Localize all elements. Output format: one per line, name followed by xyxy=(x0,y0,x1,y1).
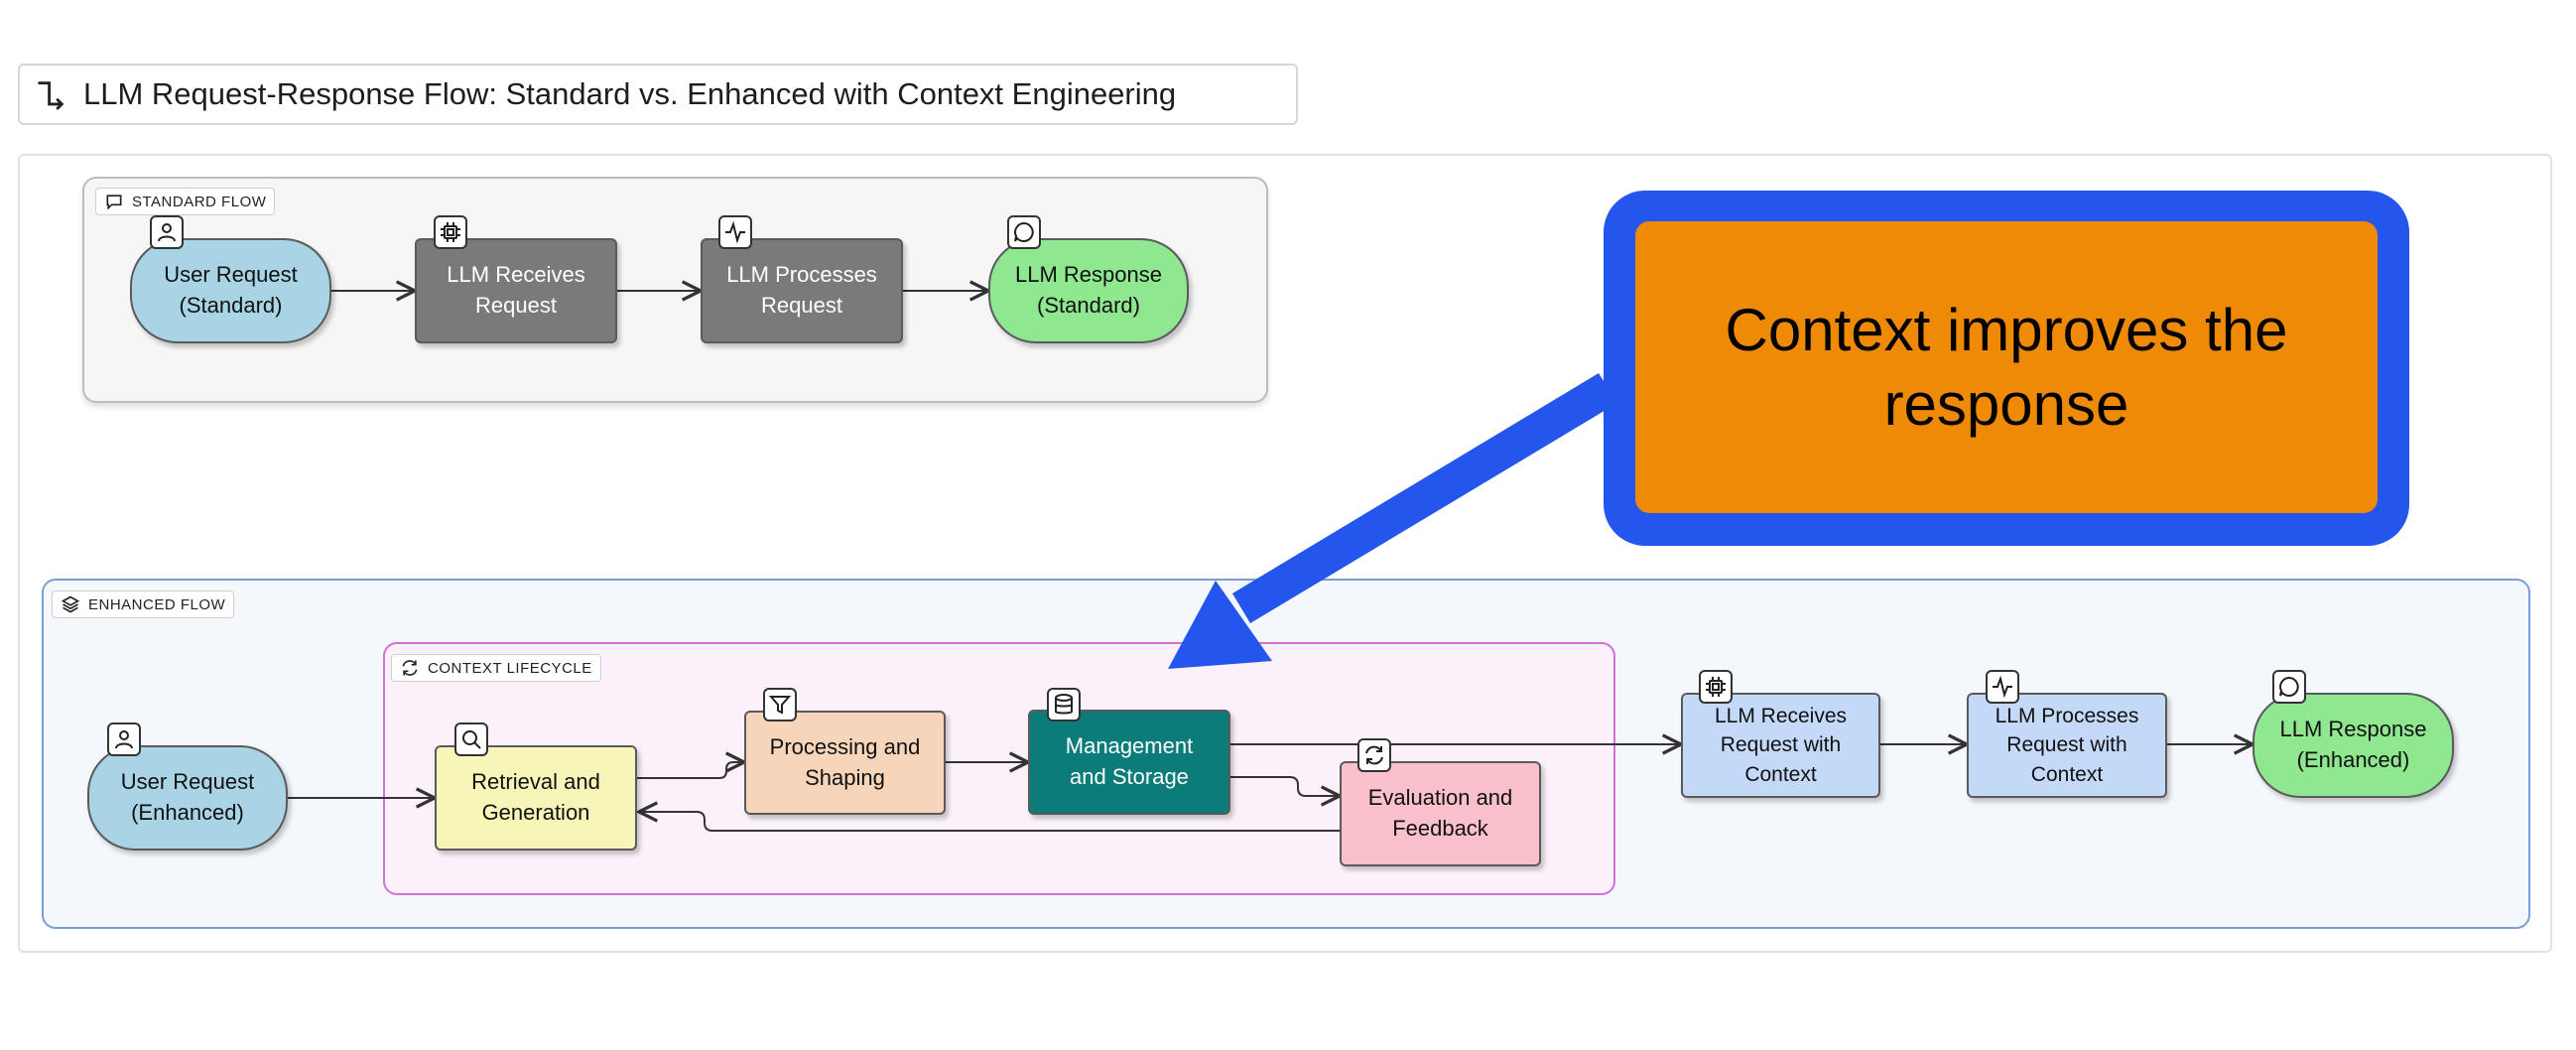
standard-flow-label: STANDARD FLOW xyxy=(95,188,276,215)
node-retrieval-generation[interactable]: Retrieval and Generation xyxy=(435,745,637,851)
enhanced-flow-label: ENHANCED FLOW xyxy=(52,591,235,618)
user-icon xyxy=(107,722,141,756)
node-user-request-standard[interactable]: User Request (Standard) xyxy=(130,238,331,343)
layers-icon xyxy=(61,595,80,613)
user-icon xyxy=(150,215,184,249)
activity-icon xyxy=(718,215,752,249)
edge-retrieval-to-processing xyxy=(637,762,744,779)
diagram-title: LLM Request-Response Flow: Standard vs. … xyxy=(83,76,1177,111)
node-llm-receives-request[interactable]: LLM Receives Request xyxy=(415,238,617,343)
node-llm-processes-context[interactable]: LLM Processes Request with Context xyxy=(1967,693,2167,798)
search-icon xyxy=(454,722,488,756)
node-processing-shaping[interactable]: Processing and Shaping xyxy=(744,711,946,815)
callout-text: Context improves the response xyxy=(1635,221,2378,513)
cpu-chip-icon xyxy=(434,215,467,249)
node-management-storage[interactable]: Management and Storage xyxy=(1028,710,1230,815)
message-square-icon xyxy=(106,195,122,210)
node-user-request-enhanced[interactable]: User Request (Enhanced) xyxy=(87,745,288,851)
chat-bubble-icon xyxy=(1007,215,1041,249)
cpu-chip-icon xyxy=(1699,670,1733,704)
flow-corner-icon xyxy=(38,81,64,110)
edge-evaluation-to-retrieval xyxy=(639,812,1340,832)
context-lifecycle-label: CONTEXT LIFECYCLE xyxy=(391,654,601,682)
node-llm-response-standard[interactable]: LLM Response (Standard) xyxy=(988,238,1189,343)
node-llm-response-enhanced[interactable]: LLM Response (Enhanced) xyxy=(2253,693,2454,798)
refresh-cycle-icon xyxy=(1357,738,1391,772)
filter-icon xyxy=(763,688,797,722)
chat-bubble-icon xyxy=(2272,670,2306,704)
refresh-arrows-icon xyxy=(402,660,418,676)
node-evaluation-feedback[interactable]: Evaluation and Feedback xyxy=(1340,761,1541,866)
database-icon xyxy=(1047,688,1081,722)
edge-management-to-evaluation xyxy=(1230,776,1340,796)
activity-icon xyxy=(1986,670,2019,704)
diagram-title-bar: LLM Request-Response Flow: Standard vs. … xyxy=(18,64,1298,125)
node-llm-receives-context[interactable]: LLM Receives Request with Context xyxy=(1681,693,1880,798)
node-llm-processes-request[interactable]: LLM Processes Request xyxy=(701,238,903,343)
